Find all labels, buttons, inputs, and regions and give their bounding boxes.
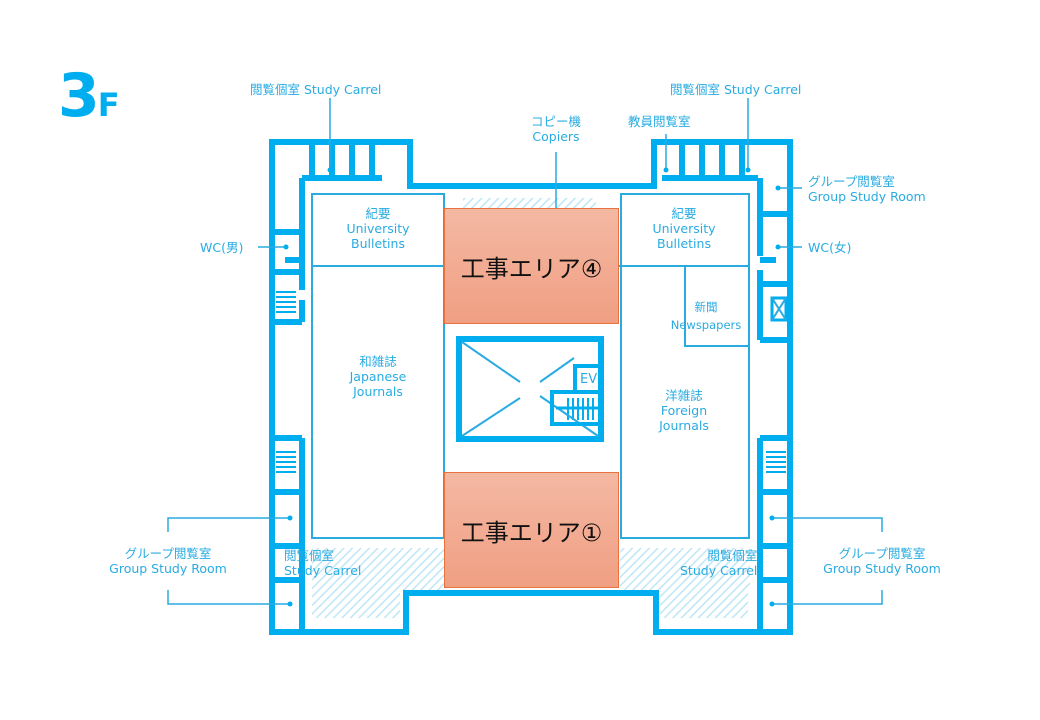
floor-unit: F <box>97 86 120 124</box>
label-group-bottom-left: グループ閲覧室 Group Study Room <box>109 546 227 576</box>
label-copiers-jp: コピー機 <box>530 114 582 129</box>
label-newspapers: 新聞 Newspapers <box>671 298 742 334</box>
room-foreign-journals <box>620 193 750 539</box>
outer-walls <box>269 139 793 635</box>
carrel-hatch-left-low <box>312 590 400 618</box>
label-bulletins-left-en1: University <box>346 221 410 236</box>
label-newspapers-jp: 新聞 <box>694 300 718 314</box>
label-copiers-en: Copiers <box>532 129 580 144</box>
label-japanese-journals-jp: 和雑誌 <box>359 354 397 369</box>
label-group-bottom-right-en: Group Study Room <box>823 561 941 576</box>
label-japanese-journals-en1: Japanese <box>349 369 407 384</box>
label-carrel-bottom-left-jp: 閲覧個室 <box>284 548 335 563</box>
elevator-core <box>461 296 788 437</box>
label-carrel-bottom-right-jp: 閲覧個室 <box>707 548 758 563</box>
label-bulletins-right-en1: University <box>652 221 716 236</box>
label-bulletins-right: 紀要 University Bulletins <box>652 206 715 251</box>
label-carrel-bottom-right-en: Study Carrel <box>680 563 758 578</box>
label-carrel-bottom-right: 閲覧個室 Study Carrel <box>680 548 757 578</box>
label-elevator: EV <box>580 372 598 387</box>
label-japanese-journals: 和雑誌 Japanese Journals <box>350 354 407 399</box>
label-group-bottom-right: グループ閲覧室 Group Study Room <box>823 546 941 576</box>
label-foreign-journals: 洋雑誌 Foreign Journals <box>659 388 709 433</box>
label-group-bottom-right-jp: グループ閲覧室 <box>838 546 926 561</box>
label-group-bottom-left-en: Group Study Room <box>109 561 227 576</box>
label-bulletins-left-jp: 紀要 <box>365 206 391 221</box>
leader-dots <box>283 167 781 607</box>
label-carrel-top-left: 閲覧個室 Study Carrel <box>250 82 382 97</box>
copier-hatch <box>463 198 596 208</box>
label-group-top-right: グループ閲覧室 Group Study Room <box>808 174 926 204</box>
carrel-hatch-right-low <box>660 590 748 618</box>
room-outlines <box>311 193 750 539</box>
carrel-hatch-right <box>620 548 750 590</box>
label-bulletins-left: 紀要 University Bulletins <box>346 206 409 251</box>
label-wc-women: WC(女) <box>808 240 852 255</box>
floor-indicator: 3F <box>58 66 120 126</box>
carrel-hatch-left <box>312 548 444 590</box>
label-bulletins-right-jp: 紀要 <box>671 206 697 221</box>
label-faculty-reading: 教員閲覧室 <box>628 114 691 129</box>
inner-walls <box>272 142 790 630</box>
work-area-1: 工事エリア① <box>444 472 619 588</box>
label-newspapers-en: Newspapers <box>670 318 742 332</box>
label-foreign-journals-en1: Foreign <box>660 403 708 418</box>
work-area-4: 工事エリア④ <box>444 208 619 324</box>
hatched-areas <box>312 198 750 618</box>
label-foreign-journals-en2: Journals <box>659 418 709 433</box>
label-carrel-bottom-left-en: Study Carrel <box>284 563 362 578</box>
label-group-top-right-en: Group Study Room <box>808 189 926 204</box>
floor-number: 3 <box>58 61 100 131</box>
label-foreign-journals-jp: 洋雑誌 <box>665 388 703 403</box>
label-copiers: コピー機 Copiers <box>531 114 581 144</box>
label-carrel-top-right: 閲覧個室 Study Carrel <box>670 82 802 97</box>
label-japanese-journals-en2: Journals <box>353 384 403 399</box>
label-carrel-bottom-left: 閲覧個室 Study Carrel <box>284 548 361 578</box>
leader-lines <box>167 98 883 605</box>
work-area-1-label: 工事エリア① <box>460 518 603 547</box>
label-group-bottom-left-jp: グループ閲覧室 <box>124 546 212 561</box>
work-area-4-label: 工事エリア④ <box>460 254 603 283</box>
room-japanese-journals <box>311 193 445 539</box>
label-bulletins-right-en2: Bulletins <box>657 236 711 251</box>
label-bulletins-left-en2: Bulletins <box>351 236 405 251</box>
label-group-top-right-jp: グループ閲覧室 <box>808 174 895 189</box>
label-wc-men: WC(男) <box>200 240 244 255</box>
